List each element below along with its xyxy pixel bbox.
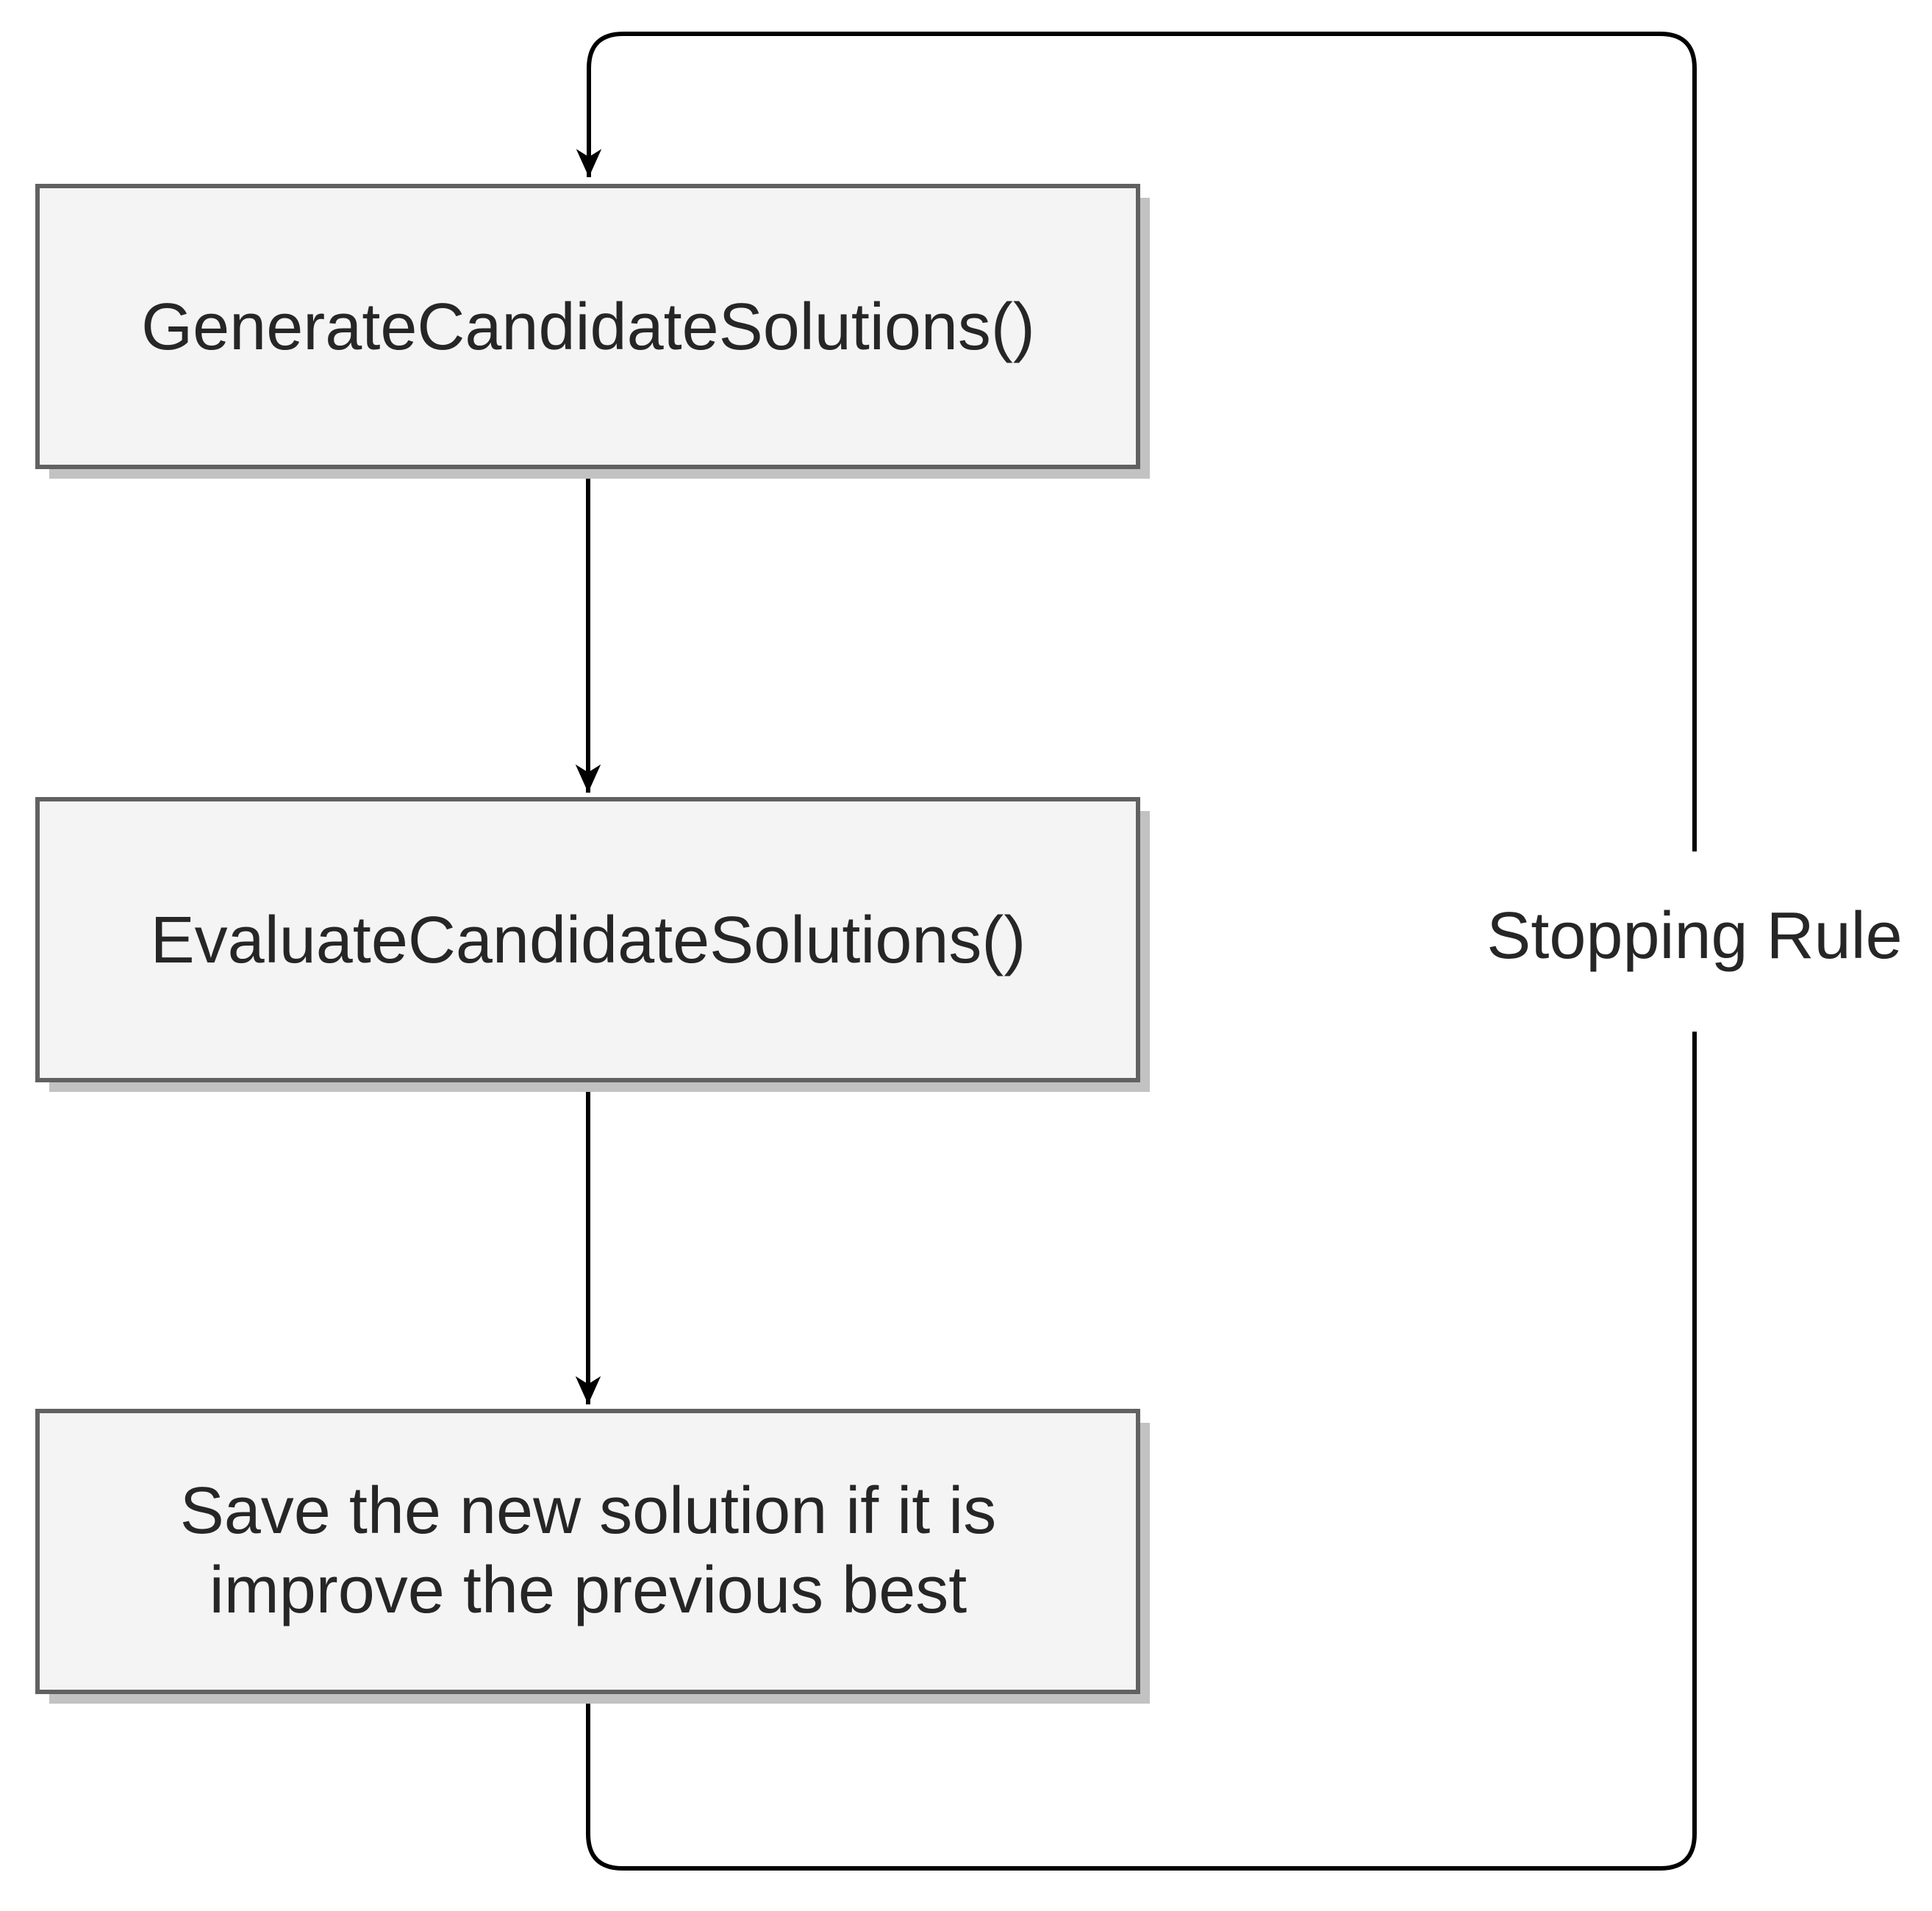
node-generate-label: GenerateCandidateSolutions() [141, 290, 1035, 364]
loop-label-background [1463, 851, 1932, 1032]
node-save-new-solution: Save the new solution if it is improve t… [35, 1409, 1150, 1704]
node-generate-candidate-solutions: GenerateCandidateSolutions() [35, 184, 1150, 479]
node-evaluate-label: EvaluateCandidateSolutions() [151, 904, 1026, 977]
node-evaluate-box [35, 797, 1140, 1082]
node-save-box [35, 1409, 1140, 1694]
node-evaluate-candidate-solutions: EvaluateCandidateSolutions() [35, 797, 1150, 1092]
node-generate-box [35, 184, 1140, 469]
node-save-label-line1: Save the new solution if it is [180, 1474, 997, 1548]
node-save-label-line2: improve the previous best [210, 1554, 967, 1627]
loop-label-stopping-rule: Stopping Rule [1486, 899, 1902, 973]
